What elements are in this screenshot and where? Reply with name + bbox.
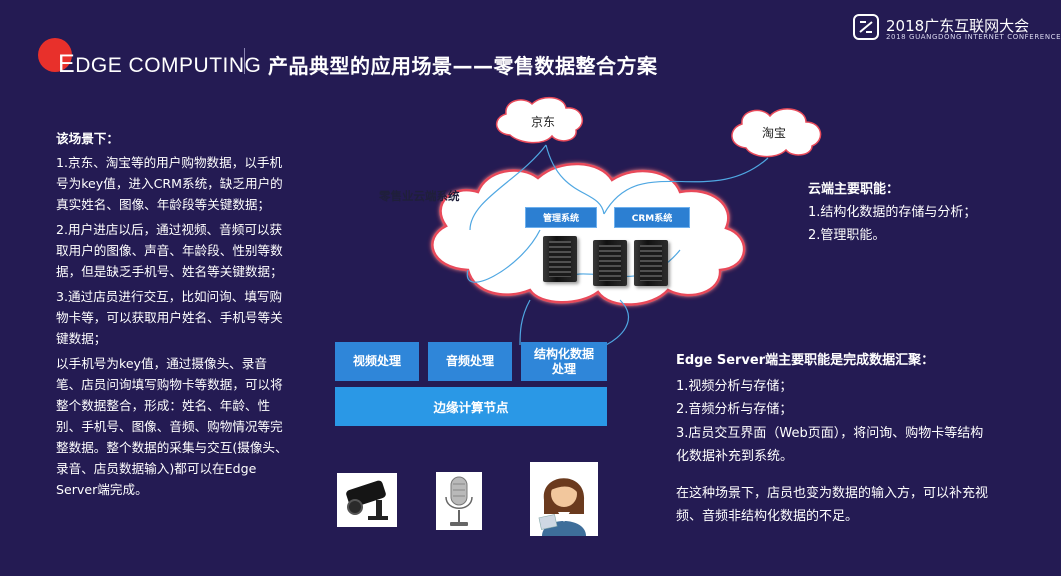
video-processing-box: 视频处理 — [335, 342, 419, 381]
server-rack-2 — [593, 240, 627, 286]
conference-subtitle: 2018 GUANGDONG INTERNET CONFERENCE — [886, 33, 1061, 41]
page-title: 产品典型的应用场景——零售数据整合方案 — [268, 54, 658, 78]
audio-processing-box: 音频处理 — [428, 342, 512, 381]
scenario-point-1: 1.京东、淘宝等的用户购物数据，以手机号为key值，进入CRM系统，缺乏用户的真… — [56, 155, 283, 212]
management-system-box: 管理系统 — [525, 207, 597, 228]
edge-duty-3: 3.店员交互界面（Web页面），将问询、购物卡等结构化数据补充到系统。 — [676, 425, 984, 465]
conference-logo-icon — [853, 14, 879, 40]
server-rack-3 — [634, 240, 668, 286]
cloud-duty-1: 1.结构化数据的存储与分析； — [808, 205, 977, 220]
retail-cloud-label: 零售业云端系统 — [379, 189, 460, 203]
jd-label: 京东 — [531, 115, 556, 129]
taobao-cloud-shape — [731, 108, 822, 158]
staff-device — [530, 462, 598, 536]
diagram-graphics — [337, 96, 822, 536]
scenario-summary: 以手机号为key值，通过摄像头、录音笔、店员问询填写购物卡等数据，可以将整个数据… — [56, 356, 288, 497]
retail-cloud-shape — [431, 162, 746, 306]
spacer — [676, 469, 996, 482]
logo-rest: DGE COMPUTING — [75, 54, 262, 77]
edge-server-duties: Edge Server端主要职能是完成数据汇聚： 1.视频分析与存储； 2.音频… — [676, 349, 996, 529]
taobao-label: 淘宝 — [762, 126, 787, 140]
crm-system-box: CRM系统 — [614, 207, 690, 228]
microphone-device — [436, 472, 482, 530]
logo-e: E — [58, 50, 76, 78]
cloud-duties: 云端主要职能： 1.结构化数据的存储与分析； 2.管理职能。 — [808, 178, 1008, 247]
scenario-point-3: 3.通过店员进行交互，比如问询、填写购物卡等，可以获取用户姓名、手机号等关键数据… — [56, 289, 283, 346]
camera-device — [337, 473, 397, 527]
scenario-heading: 该场景下： — [56, 131, 119, 146]
edge-duty-1: 1.视频分析与存储； — [676, 378, 793, 394]
jd-cloud-shape — [496, 96, 584, 144]
edge-duties-heading: Edge Server端主要职能是完成数据汇聚： — [676, 353, 935, 368]
edge-duty-2: 2.音频分析与存储； — [676, 402, 793, 417]
logo-red-circle — [38, 38, 72, 72]
server-rack-1 — [543, 236, 577, 282]
scenario-description: 该场景下： 1.京东、淘宝等的用户购物数据，以手机号为key值，进入CRM系统，… — [56, 128, 288, 504]
header-divider — [244, 48, 245, 74]
structured-data-box: 结构化数据处理 — [521, 342, 607, 381]
conference-name: 2018广东互联网大会 — [886, 17, 1030, 35]
edge-computing-logo: EDGE COMPUTING — [58, 50, 261, 79]
cloud-duty-2: 2.管理职能。 — [808, 228, 886, 243]
scenario-point-2: 2.用户进店以后，通过视频、音频可以获取用户的图像、声音、年龄段、性别等数据，但… — [56, 222, 283, 279]
edge-node-bar: 边缘计算节点 — [335, 387, 607, 426]
cloud-duties-heading: 云端主要职能： — [808, 182, 900, 197]
edge-duty-note: 在这种场景下，店员也变为数据的输入方，可以补充视频、音频非结构化数据的不足。 — [676, 485, 989, 525]
